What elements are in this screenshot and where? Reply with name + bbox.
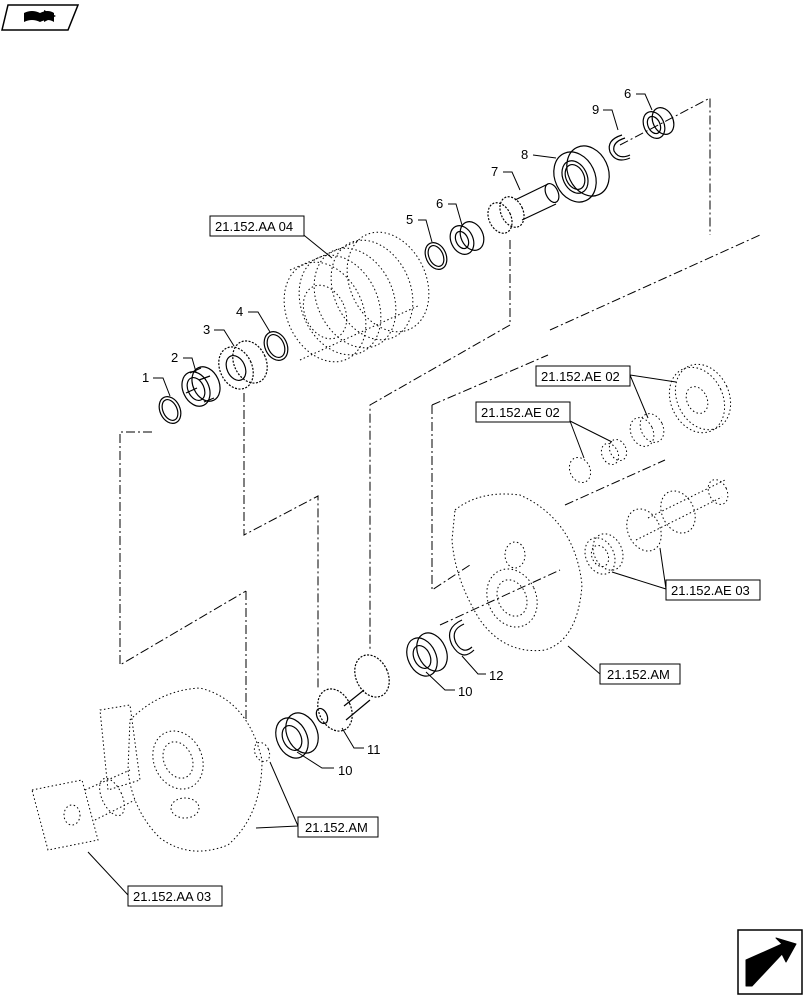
reference-labels: 21.152.AA 04 21.152.AE 02 21.152.AE 02 2…	[87, 215, 761, 907]
spacer[interactable]	[251, 740, 272, 764]
part-labels: 1 2 3 4 5 6 7 8	[142, 86, 653, 778]
bearing-ae02[interactable]	[598, 437, 630, 468]
gear-shaft-part-11[interactable]	[311, 649, 396, 736]
part-label-10-upper: 10	[425, 671, 472, 699]
snap-ring-part-1[interactable]	[155, 393, 185, 427]
part-label-7: 7	[491, 164, 521, 191]
part-label-6-lower: 6	[436, 196, 463, 226]
ref-am-right[interactable]: 21.152.AM	[567, 645, 681, 685]
ref-ae03[interactable]: 21.152.AE 03	[611, 547, 761, 601]
gear-part-3[interactable]	[212, 335, 274, 394]
bearing-part-10-lower[interactable]	[270, 708, 325, 764]
book-icon[interactable]	[1, 4, 80, 31]
part-label-10-lower: 10	[296, 751, 352, 778]
ring-ae02[interactable]	[565, 454, 594, 486]
svg-text:21.152.AM: 21.152.AM	[607, 667, 670, 682]
ring-part-4[interactable]	[260, 328, 293, 364]
svg-text:2: 2	[171, 350, 178, 365]
needle-bearing-part-2[interactable]	[177, 362, 226, 411]
part-label-8: 8	[521, 147, 557, 162]
part-label-11: 11	[341, 727, 381, 757]
snap-ring-part-5[interactable]	[421, 239, 451, 273]
svg-text:9: 9	[592, 102, 599, 117]
small-gear-ae02[interactable]	[626, 410, 669, 450]
needle-bearing-part-6[interactable]	[446, 218, 489, 258]
svg-text:5: 5	[406, 212, 413, 227]
needle-bearing-part-6-upper[interactable]	[639, 104, 678, 142]
svg-text:1: 1	[142, 370, 149, 385]
svg-text:10: 10	[338, 763, 352, 778]
svg-text:8: 8	[521, 147, 528, 162]
housing-left[interactable]	[99, 687, 263, 852]
ref-ae02-mid[interactable]: 21.152.AE 02	[475, 401, 613, 459]
svg-text:7: 7	[491, 164, 498, 179]
flange-shaft-aa03[interactable]	[31, 769, 136, 851]
part-label-5: 5	[406, 212, 433, 243]
clutch-pack-assembly[interactable]	[269, 219, 445, 375]
bearing-ae03[interactable]	[579, 529, 628, 579]
svg-text:6: 6	[624, 86, 631, 101]
svg-text:21.152.AA 04: 21.152.AA 04	[215, 219, 293, 234]
circlip-part-12[interactable]	[449, 619, 475, 656]
circlip-part-9[interactable]	[608, 134, 631, 161]
svg-text:21.152.AE 03: 21.152.AE 03	[671, 583, 750, 598]
bearing-part-10[interactable]	[401, 628, 453, 681]
part-label-3: 3	[203, 322, 235, 347]
svg-text:3: 3	[203, 322, 210, 337]
ref-am-left[interactable]: 21.152.AM	[255, 761, 379, 838]
housing-cover-right[interactable]	[451, 493, 583, 652]
svg-text:21.152.AA 03: 21.152.AA 03	[133, 889, 211, 904]
ref-aa03[interactable]: 21.152.AA 03	[87, 851, 223, 907]
shaft-part-7[interactable]	[483, 181, 561, 237]
part-label-4: 4	[236, 304, 271, 333]
part-label-1: 1	[142, 370, 171, 397]
part-label-6-upper: 6	[624, 86, 653, 111]
svg-text:11: 11	[367, 742, 381, 757]
svg-text:6: 6	[436, 196, 443, 211]
gear-disc-ae02[interactable]	[659, 355, 741, 442]
part-label-12: 12	[461, 655, 503, 683]
svg-text:4: 4	[236, 304, 243, 319]
gear-shaft-ae03[interactable]	[620, 476, 731, 556]
svg-text:12: 12	[489, 668, 503, 683]
part-label-2: 2	[171, 350, 197, 373]
ball-bearing-part-8[interactable]	[546, 139, 617, 209]
svg-text:21.152.AE 02: 21.152.AE 02	[481, 405, 560, 420]
part-label-9: 9	[592, 102, 619, 131]
assembly-centerlines	[119, 97, 761, 720]
ref-aa04[interactable]: 21.152.AA 04	[209, 215, 333, 259]
next-page-arrow-icon[interactable]	[737, 929, 803, 995]
svg-text:21.152.AM: 21.152.AM	[305, 820, 368, 835]
ref-ae02-top[interactable]: 21.152.AE 02	[535, 365, 677, 419]
svg-text:10: 10	[458, 684, 472, 699]
svg-text:21.152.AE 02: 21.152.AE 02	[541, 369, 620, 384]
